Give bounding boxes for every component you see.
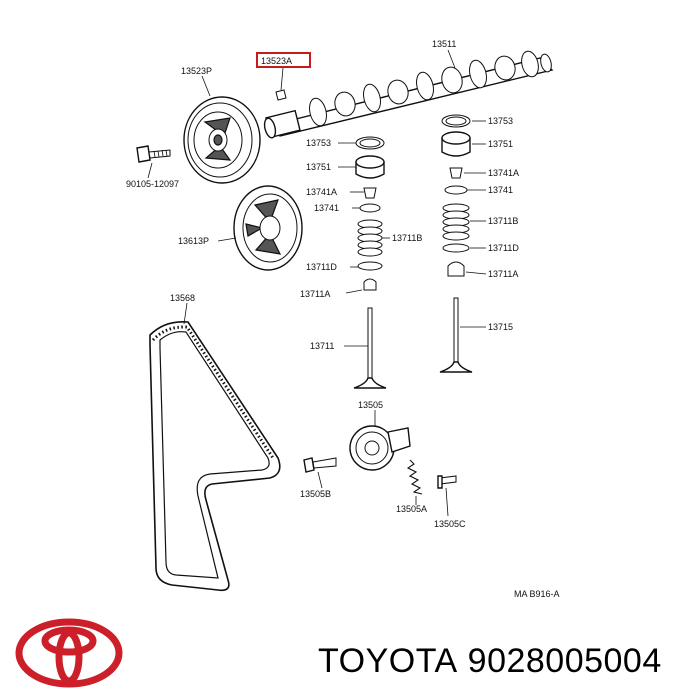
label-retainer-left: 13741 [314, 203, 339, 213]
label-lifter-shim-right: 13753 [488, 116, 513, 126]
idler-assembly-drawing [349, 425, 411, 471]
label-lifter-right: 13751 [488, 139, 513, 149]
part-number: 9028005004 [467, 642, 662, 680]
label-spring-stud: 13505C [434, 519, 466, 529]
label-lifter-shim-left: 13753 [306, 138, 331, 148]
label-valve-seal-right: 13711A [488, 269, 518, 279]
idler-bolt-drawing [303, 457, 337, 473]
spring-stud-drawing [437, 475, 457, 489]
timing-belt-drawing [149, 320, 281, 592]
crankshaft-pulley-drawing [233, 185, 303, 271]
camshaft-drawing [263, 50, 554, 139]
label-exhaust-valve: 13715 [488, 322, 513, 332]
label-retainer-right: 13741 [488, 185, 513, 195]
camshaft-pin-drawing [275, 89, 287, 101]
label-lifter-left: 13751 [306, 162, 331, 172]
label-tension-spring: 13505A [396, 504, 427, 514]
label-idler-bolt: 13505B [300, 489, 331, 499]
bolt-drawing [136, 145, 171, 163]
toyota-logo-icon [15, 618, 123, 688]
brand-name: TOYOTA [318, 642, 458, 680]
label-spring-seat-left: 13711D [306, 262, 337, 272]
label-retainer-lock-left: 13741A [306, 187, 337, 197]
reference-code: MA B916-A [514, 589, 560, 599]
label-camshaft: 13511 [432, 39, 456, 49]
camshaft-pulley-drawing [183, 96, 261, 184]
label-retainer-lock-right: 13741A [488, 168, 519, 178]
label-timing-belt: 13568 [170, 293, 195, 303]
label-spring-right: 13711B [488, 216, 518, 226]
label-intake-valve: 13711 [310, 341, 334, 351]
label-spring-seat-right: 13711D [488, 243, 519, 253]
label-idler-assembly: 13505 [358, 400, 383, 410]
label-camshaft-pulley: 13523P [181, 66, 212, 76]
label-bolt: 90105-12097 [126, 179, 179, 189]
tension-spring-drawing [406, 459, 423, 495]
right-valve-stack-drawing [439, 114, 473, 373]
label-spring-left: 13711B [392, 233, 422, 243]
label-camshaft-pin: 13523A [261, 56, 292, 66]
left-valve-stack-drawing [353, 136, 387, 389]
label-valve-seal-left: 13711A [300, 289, 330, 299]
label-crankshaft-pulley: 13613P [178, 236, 209, 246]
highlight-box [256, 52, 311, 68]
